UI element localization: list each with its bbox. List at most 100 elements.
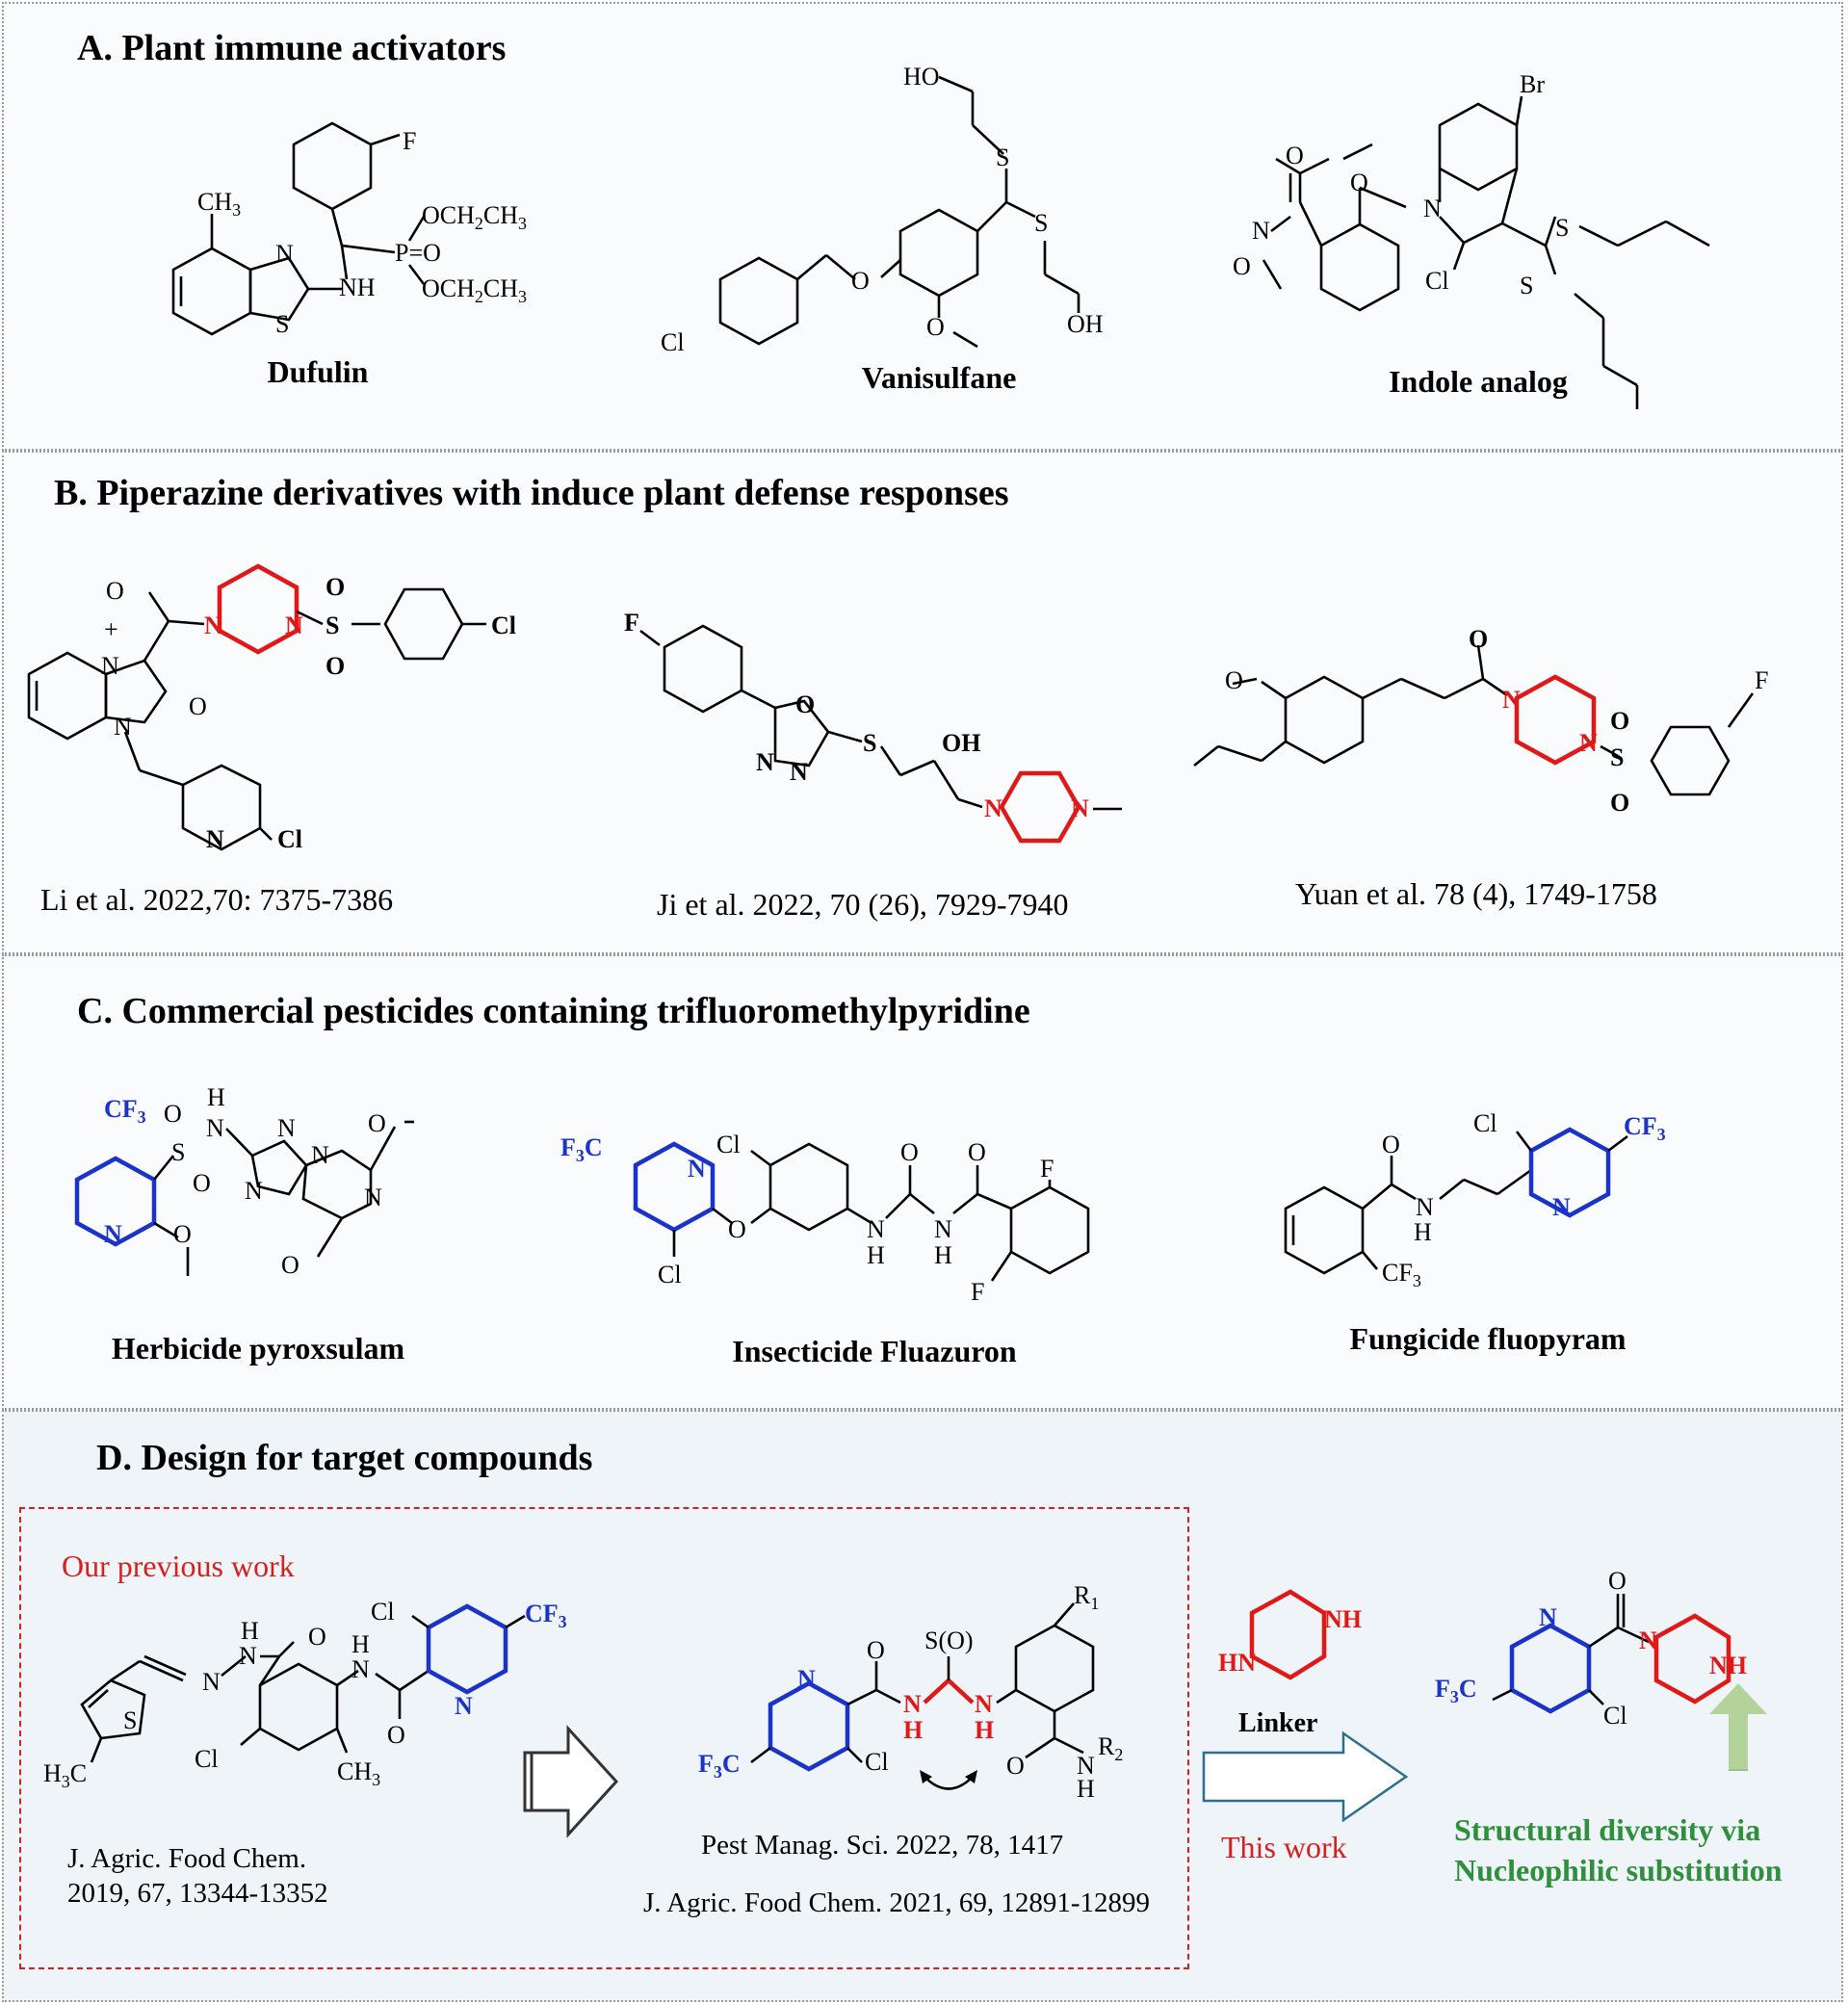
prev1-o2-label: O bbox=[387, 1721, 405, 1749]
yuan-piperazine-n2-label: N bbox=[1579, 729, 1598, 757]
prev1-h3c-label: H3C bbox=[43, 1759, 87, 1791]
panel-b bbox=[2, 451, 1843, 954]
pyroxsulam-ome2-label: O bbox=[368, 1109, 386, 1137]
vanisulfane-ho-label: HO bbox=[903, 63, 940, 91]
indole-s2-label: S bbox=[1520, 272, 1533, 299]
structure-previous-work-2: F3C N Cl O N H N H S(O) R1 O N H R2 bbox=[698, 1581, 1123, 1803]
li-pyridine-n-label: N bbox=[206, 825, 224, 853]
compound-name-indole-analog: Indole analog bbox=[1389, 364, 1568, 399]
fluazuron-h1-label: H bbox=[867, 1241, 885, 1269]
previous-work-box bbox=[19, 1507, 1189, 1969]
prev2-nh3-label: N bbox=[1077, 1752, 1095, 1780]
prev1-n2-label: N bbox=[239, 1642, 257, 1670]
fluazuron-cl1-label: Cl bbox=[716, 1131, 741, 1158]
target-f3c-label: F3C bbox=[1435, 1675, 1477, 1706]
target-piperazine-n-label: N bbox=[1639, 1627, 1657, 1654]
panel-c bbox=[2, 954, 1843, 1410]
prev1-cl1-label: Cl bbox=[195, 1745, 219, 1773]
indole-s1-label: S bbox=[1555, 214, 1569, 242]
li-piperazine-n2-label: N bbox=[285, 612, 303, 639]
li-n-label: N bbox=[114, 713, 132, 741]
fluopyram-o-label: O bbox=[1382, 1131, 1400, 1158]
fluazuron-pyridine-n-label: N bbox=[688, 1155, 706, 1183]
fluopyram-h-label: H bbox=[1414, 1218, 1432, 1246]
yuan-piperazine-n1-label: N bbox=[1502, 686, 1521, 714]
dufulin-n-label: N bbox=[275, 240, 294, 268]
vanisulfane-o2-label: O bbox=[926, 313, 945, 341]
structure-indole-analog: Br O O N O N Cl S S bbox=[1233, 70, 1710, 409]
reference-li: Li et al. 2022,70: 7375-7386 bbox=[40, 882, 394, 917]
previous-work-label: Our previous work bbox=[62, 1549, 295, 1583]
pyroxsulam-pyridine-n-label: N bbox=[104, 1220, 122, 1248]
pyroxsulam-n3-label: N bbox=[245, 1177, 263, 1205]
reference-pms-2022: Pest Manag. Sci. 2022, 78, 1417 bbox=[701, 1830, 1064, 1861]
li-piperazine-n1-label: N bbox=[204, 612, 222, 639]
li-plus-label: + bbox=[104, 615, 118, 643]
structure-ji-piperazine: F O N N S OH N N bbox=[624, 609, 1122, 844]
dufulin-nh-label: NH bbox=[339, 273, 376, 301]
this-work-label: This work bbox=[1221, 1830, 1347, 1864]
prev1-s-label: S bbox=[123, 1706, 137, 1734]
structure-vanisulfane: HO S S OH Cl O O bbox=[661, 63, 1104, 356]
vanisulfane-o1-label: O bbox=[851, 267, 870, 295]
fluazuron-nh1-label: N bbox=[867, 1215, 885, 1243]
ji-f-label: F bbox=[624, 609, 639, 637]
section-b-title: B. Piperazine derivatives with induce pl… bbox=[54, 473, 1009, 513]
diversity-text-line2: Nucleophilic substitution bbox=[1454, 1853, 1783, 1887]
section-a-title: A. Plant immune activators bbox=[77, 28, 507, 68]
pyroxsulam-n1-label: N bbox=[277, 1114, 296, 1142]
fluopyram-cl-label: Cl bbox=[1473, 1109, 1497, 1137]
panel-a bbox=[2, 2, 1843, 451]
compound-name-fluazuron: Insecticide Fluazuron bbox=[732, 1334, 1017, 1368]
prev2-nh1-label: N bbox=[903, 1690, 922, 1718]
target-o-label: O bbox=[1608, 1567, 1627, 1595]
yuan-o-label: O bbox=[1225, 666, 1243, 694]
structure-target-compound: O N F3C Cl N NH bbox=[1435, 1567, 1747, 1730]
fluopyram-nh-label: N bbox=[1416, 1193, 1434, 1221]
target-cl-label: Cl bbox=[1603, 1702, 1627, 1730]
compound-name-vanisulfane: Vanisulfane bbox=[861, 360, 1017, 395]
compound-name-fluopyram: Fungicide fluopyram bbox=[1349, 1321, 1627, 1356]
prev1-n3-label: N bbox=[351, 1655, 370, 1683]
ji-piperazine-n1-label: N bbox=[984, 794, 1002, 822]
section-d-title: D. Design for target compounds bbox=[96, 1438, 593, 1478]
pyroxsulam-ome-label: O bbox=[173, 1220, 192, 1248]
prev2-r2-label: R2 bbox=[1098, 1732, 1123, 1764]
prev1-n1-label: N bbox=[202, 1668, 221, 1696]
structure-yuan-piperazine: O O N N S O O F bbox=[1193, 625, 1768, 817]
fluopyram-pyridine-n-label: N bbox=[1552, 1193, 1571, 1221]
li-sulfonyl-o2-label: O bbox=[325, 652, 345, 680]
reference-ji: Ji et al. 2022, 70 (26), 7929-7940 bbox=[657, 887, 1069, 922]
structure-previous-work-1: S H3C N N H O Cl CH3 N H O Cl CF3 N bbox=[43, 1598, 567, 1791]
ji-n2-label: N bbox=[790, 758, 808, 786]
prev1-h1-label: H bbox=[241, 1617, 259, 1645]
fluazuron-nh2-label: N bbox=[934, 1215, 952, 1243]
prev1-h2-label: H bbox=[351, 1630, 370, 1658]
pyroxsulam-s-label: S bbox=[171, 1138, 185, 1166]
fluazuron-o-label: O bbox=[728, 1215, 746, 1243]
li-o-minus-label: O bbox=[189, 692, 207, 720]
ji-o-label: O bbox=[795, 690, 815, 718]
prev2-o-label: O bbox=[867, 1636, 885, 1664]
indole-o2-label: O bbox=[1350, 169, 1368, 196]
indole-o1-label: O bbox=[1286, 142, 1304, 169]
fluopyram-cf3-label: CF3 bbox=[1382, 1259, 1421, 1290]
li-sulfonyl-s-label: S bbox=[325, 612, 339, 639]
yuan-so-o2-label: O bbox=[1610, 789, 1629, 817]
dufulin-oet2-label: OCH2CH3 bbox=[422, 274, 527, 306]
prev2-h2-label: H bbox=[975, 1716, 994, 1744]
reference-jafc-2021: J. Agric. Food Chem. 2021, 69, 12891-128… bbox=[643, 1887, 1151, 1918]
linker-nh-label: NH bbox=[1324, 1605, 1362, 1633]
prev1-cl2-label: Cl bbox=[371, 1598, 395, 1626]
dufulin-s-label: S bbox=[275, 310, 289, 338]
reference-yuan: Yuan et al. 78 (4), 1749-1758 bbox=[1295, 876, 1657, 911]
prev2-h1-label: H bbox=[903, 1716, 923, 1744]
reference-jafc-2019-line1: J. Agric. Food Chem. bbox=[67, 1843, 307, 1874]
section-c-title: C. Commercial pesticides containing trif… bbox=[77, 991, 1030, 1031]
dufulin-f-label: F bbox=[403, 127, 416, 155]
prev2-so-label: S(O) bbox=[924, 1627, 974, 1654]
prev2-cl-label: Cl bbox=[865, 1748, 889, 1776]
li-sulfonyl-o1-label: O bbox=[325, 573, 345, 601]
structure-fluazuron: F3C N Cl Cl O N H O N H O F F bbox=[560, 1131, 1090, 1306]
